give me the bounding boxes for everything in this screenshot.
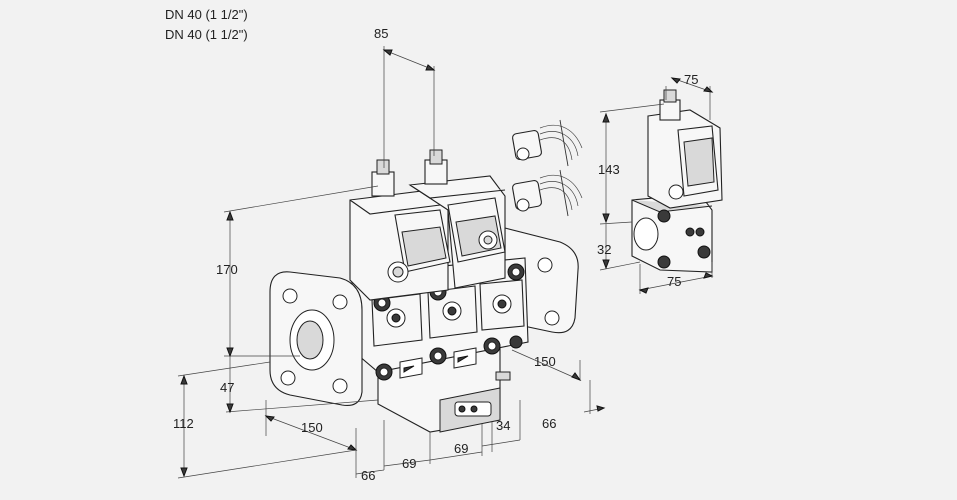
solenoid-coil-right [408, 149, 506, 289]
dim-143: 143 [598, 162, 620, 177]
dim-66-bottom: 66 [361, 468, 375, 483]
dim-47: 47 [220, 380, 234, 395]
dim-32: 32 [597, 242, 611, 257]
left-flange [269, 271, 363, 407]
dim-69-b: 69 [454, 441, 468, 456]
dim-150-right: 150 [534, 354, 556, 369]
header-line-1: DN 40 (1 1/2") [165, 7, 248, 22]
dim-112: 112 [173, 416, 194, 431]
dim-75-bottom: 75 [667, 274, 681, 289]
dimension-lines [177, 46, 714, 479]
solenoid-coil-left [349, 159, 451, 301]
dim-75-top: 75 [684, 72, 698, 87]
dim-34: 34 [496, 418, 510, 433]
dimension-labels: 85 170 47 112 150 150 66 69 69 34 66 75 … [173, 26, 698, 483]
cable-connectors [512, 119, 583, 217]
dim-69-a: 69 [402, 456, 416, 471]
side-view-valve [631, 89, 723, 273]
dim-85: 85 [374, 26, 388, 41]
connector-upper [512, 119, 583, 167]
dim-66-right: 66 [542, 416, 556, 431]
header-line-2: DN 40 (1 1/2") [165, 27, 248, 42]
dim-150-left: 150 [301, 420, 323, 435]
dim-170: 170 [216, 262, 238, 277]
connector-lower [512, 169, 583, 217]
main-valve-assembly [269, 149, 579, 433]
